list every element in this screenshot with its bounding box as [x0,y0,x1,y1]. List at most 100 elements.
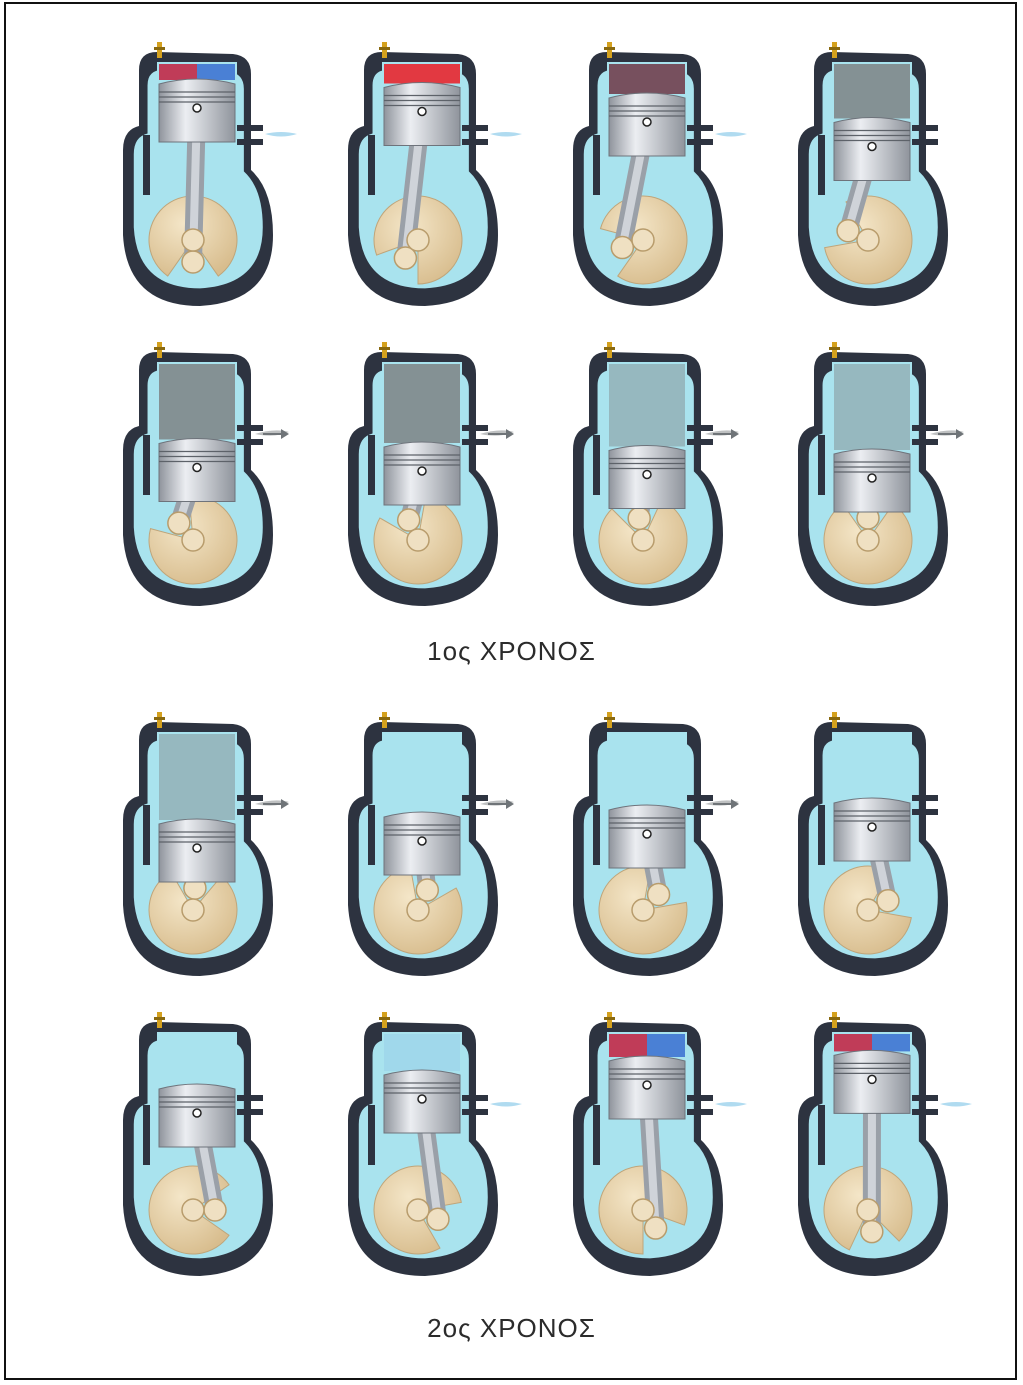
port-lower-wall [912,139,938,145]
wrist-pin [193,1109,201,1117]
crank-journal [407,229,429,251]
wrist-pin [418,108,426,116]
intake-flow-icon [265,132,297,137]
engine-frame-10 [330,700,530,990]
intake-flow-icon [715,1102,747,1107]
port-upper-wall [687,425,713,431]
spark-plug-nut [379,47,390,50]
crank-journal [632,529,654,551]
spark-plug-nut [829,717,840,720]
port-lower-wall [237,439,263,445]
wrist-pin [868,143,876,151]
engine-frame-12 [780,700,980,990]
transfer-channel [143,1105,150,1165]
engine-frame-14 [330,1000,530,1290]
combustion-chamber [384,1034,460,1071]
stroke-2-caption: 2ος ΧΡΟΝΟΣ [0,1313,1023,1344]
transfer-channel [818,135,825,195]
crank-journal [182,529,204,551]
port-upper-wall [462,425,488,431]
stroke-1-caption: 1ος ΧΡΟΝΟΣ [0,636,1023,667]
wrist-pin [193,104,201,112]
engine-frame-1 [105,30,305,320]
crank-journal [857,529,879,551]
port-upper-wall [237,1095,263,1101]
crank-journal [632,229,654,251]
combustion-chamber [834,364,910,450]
crank-pin [398,509,420,531]
transfer-channel [368,435,375,495]
crank-pin [611,237,633,259]
crank-journal [182,899,204,921]
wrist-pin [868,823,876,831]
ignition-flame [609,1034,647,1057]
crank-pin [182,251,204,273]
spark-plug-nut [379,1017,390,1020]
combustion-chamber [159,364,235,440]
combustion-chamber [384,364,460,443]
engine-frame-9 [105,700,305,990]
crank-journal [182,1199,204,1221]
port-lower-wall [912,1109,938,1115]
port-upper-wall [912,795,938,801]
port-upper-wall [237,425,263,431]
crank-pin [877,890,899,912]
spark-plug-nut [154,347,165,350]
spark-plug-nut [379,717,390,720]
wrist-pin [643,1081,651,1089]
intake-flow-icon [940,1102,972,1107]
transfer-channel [143,135,150,195]
engine-frame-13 [105,1000,305,1290]
spark-plug-nut [604,347,615,350]
transfer-channel [368,805,375,865]
ignition-flame [159,64,197,80]
port-lower-wall [687,139,713,145]
spark-plug-nut [154,717,165,720]
transfer-channel [368,135,375,195]
intake-flow-icon [490,1102,522,1107]
transfer-channel [593,135,600,195]
engine-frame-2 [330,30,530,320]
engine-frame-15 [555,1000,755,1290]
wrist-pin [193,844,201,852]
port-upper-wall [237,795,263,801]
engine-frame-6 [330,330,530,620]
spark-plug-nut [604,717,615,720]
port-lower-wall [462,439,488,445]
transfer-channel [143,435,150,495]
port-upper-wall [687,125,713,131]
port-upper-wall [462,1095,488,1101]
spark-plug-nut [829,47,840,50]
crank-pin [861,1221,883,1243]
engine-frame-8 [780,330,980,620]
port-lower-wall [687,439,713,445]
port-upper-wall [912,1095,938,1101]
port-lower-wall [237,139,263,145]
combustion-chamber [609,364,685,447]
crank-journal [407,1199,429,1221]
transfer-channel [593,805,600,865]
wrist-pin [868,1075,876,1083]
port-lower-wall [912,809,938,815]
crank-journal [182,229,204,251]
port-lower-wall [912,439,938,445]
transfer-channel [818,805,825,865]
crank-pin [837,220,859,242]
port-upper-wall [462,795,488,801]
spark-plug-nut [154,1017,165,1020]
transfer-channel [818,435,825,495]
spark-plug-nut [604,1017,615,1020]
ignition-flame [834,1034,872,1051]
crank-pin [416,879,438,901]
crank-pin [427,1208,449,1230]
combustion-chamber [384,64,460,84]
port-lower-wall [237,809,263,815]
wrist-pin [418,467,426,475]
engine-frame-4 [780,30,980,320]
port-lower-wall [687,809,713,815]
port-upper-wall [687,795,713,801]
spark-plug-nut [604,47,615,50]
port-lower-wall [462,139,488,145]
combustion-chamber [609,64,685,94]
transfer-channel [143,805,150,865]
